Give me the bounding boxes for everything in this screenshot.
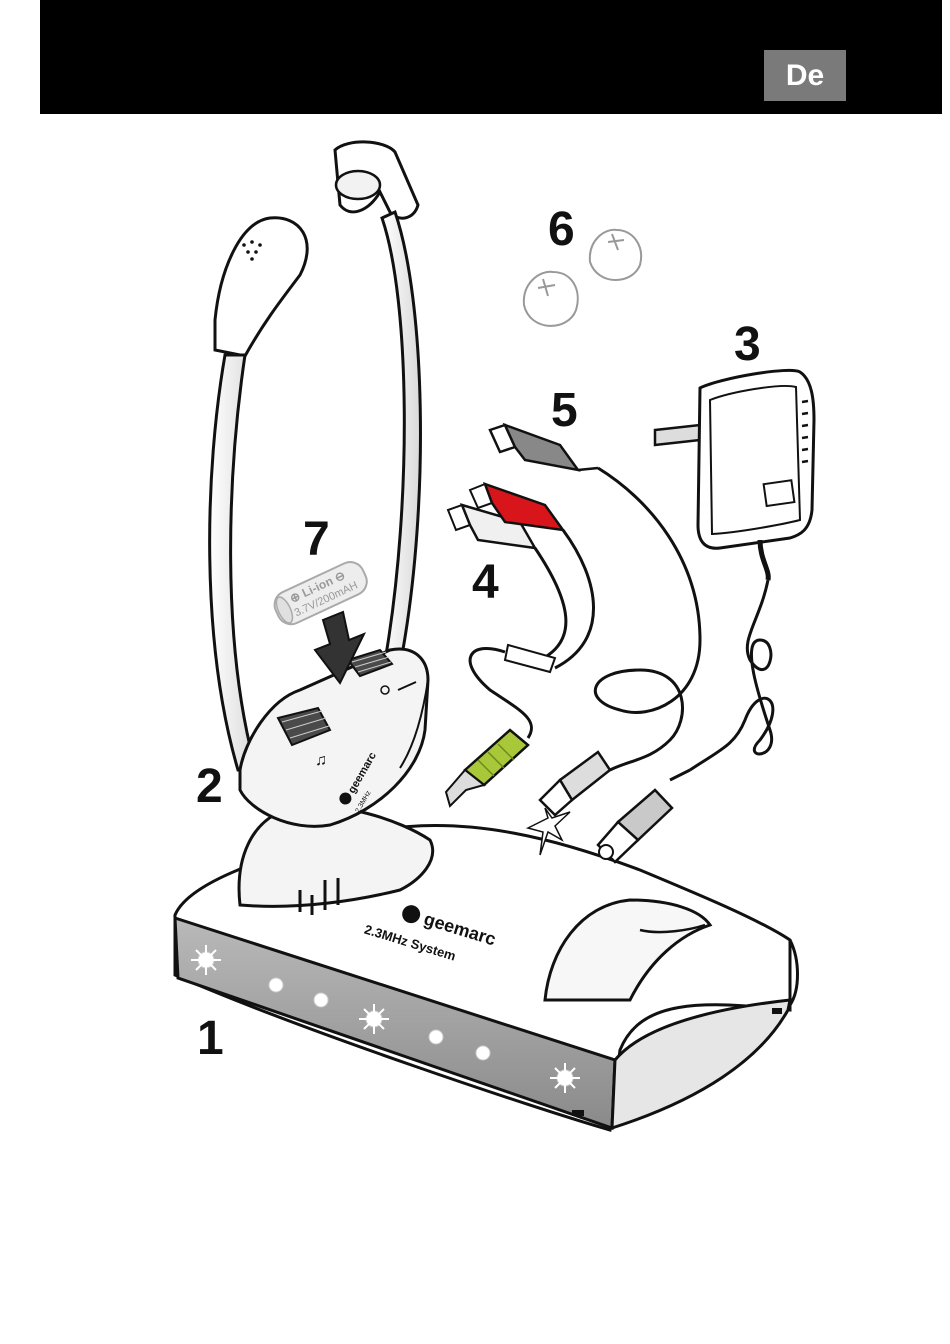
base-station xyxy=(175,806,798,1130)
battery: ⊕ Li-ion ⊖ 3.7V/200mAH xyxy=(270,557,371,628)
dc-plug xyxy=(598,770,690,862)
callout-1: 1 xyxy=(197,1012,224,1065)
callout-6: 6 xyxy=(548,203,575,256)
callout-3: 3 xyxy=(734,318,761,371)
callout-5: 5 xyxy=(551,384,578,437)
ear-tips xyxy=(524,230,641,326)
power-adapter xyxy=(655,370,814,770)
audio-cable xyxy=(446,484,594,806)
callout-7: 7 xyxy=(303,513,330,566)
headset: ♫ geemarc 2.3MHz xyxy=(210,142,428,826)
callout-2: 2 xyxy=(196,760,223,813)
optical-cable xyxy=(490,425,700,855)
callout-4: 4 xyxy=(472,556,499,609)
svg-text:♫: ♫ xyxy=(315,752,327,769)
